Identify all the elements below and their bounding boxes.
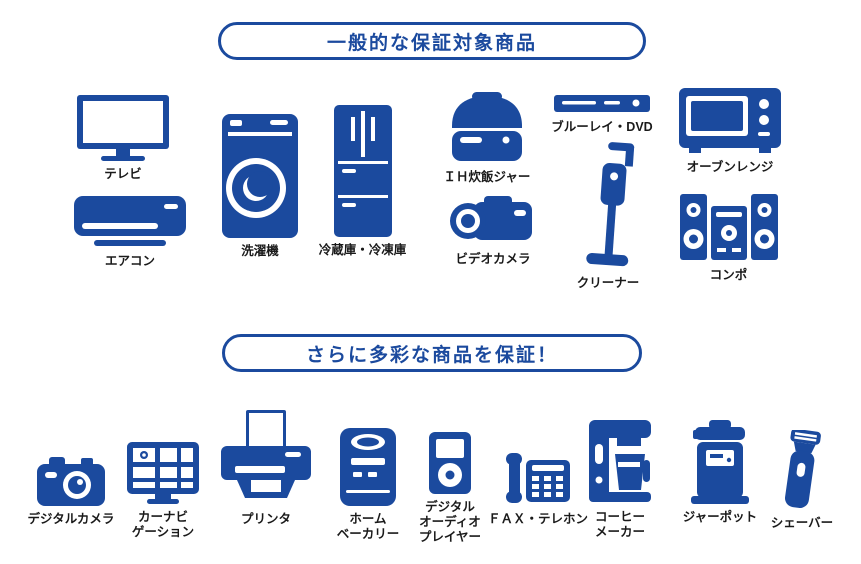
product-item-bluray-dvd: ブルーレイ・DVD [546, 94, 658, 135]
product-item-air-conditioner: エアコン [60, 196, 200, 269]
coffee-maker-icon [587, 420, 653, 504]
product-item-car-navigation: カーナビ ゲーション [120, 442, 206, 540]
product-label: カーナビ ゲーション [131, 510, 195, 539]
product-label: ブルーレイ・DVD [551, 120, 653, 134]
section2-title-pill: さらに多彩な商品を保証！ [222, 334, 642, 372]
video-camera-icon [450, 196, 536, 246]
digital-camera-icon [37, 454, 105, 506]
product-item-digital-audio-player: デジタル オーディオ プレイヤー [412, 432, 488, 545]
refrigerator-icon [333, 105, 392, 237]
vacuum-cleaner-icon [580, 142, 636, 270]
product-item-coffee-maker: コーヒー メーカー [578, 420, 662, 540]
product-item-vacuum-cleaner: クリーナー [558, 142, 658, 291]
product-item-microwave-oven: オーブンレンジ [674, 88, 786, 175]
product-label: テレビ [104, 167, 142, 181]
product-item-digital-camera: デジタルカメラ [22, 454, 120, 527]
tv-icon [77, 95, 169, 161]
product-label: 冷蔵庫・冷凍庫 [318, 243, 407, 257]
product-label: デジタル オーディオ プレイヤー [418, 500, 482, 544]
stereo-component-icon [679, 192, 778, 262]
product-item-home-bakery: ホーム ベーカリー [328, 424, 408, 542]
product-item-tv: テレビ [58, 95, 188, 182]
air-conditioner-icon [74, 196, 186, 248]
rice-cooker-icon [448, 92, 526, 164]
digital-audio-player-icon [429, 432, 471, 494]
car-navigation-icon [127, 442, 199, 504]
product-item-video-camera: ビデオカメラ [438, 196, 548, 267]
product-label: クリーナー [576, 276, 640, 290]
product-item-refrigerator: 冷蔵庫・冷凍庫 [300, 105, 425, 258]
product-item-shaver: シェーバー [764, 430, 840, 531]
washing-machine-icon [218, 110, 302, 238]
product-item-rice-cooker: ＩＨ炊飯ジャー [432, 92, 542, 185]
product-label: エアコン [104, 254, 155, 268]
home-bakery-icon [338, 424, 398, 506]
product-item-stereo-component: コンポ [676, 192, 781, 283]
section2-title: さらに多彩な商品を保証！ [305, 344, 558, 366]
printer-icon [221, 410, 311, 506]
section1-title-pill: 一般的な保証対象商品 [218, 22, 646, 60]
product-label: ビデオカメラ [455, 252, 531, 266]
product-label: ＦＡＸ・テレホン [487, 512, 588, 526]
bluray-dvd-icon [554, 94, 650, 114]
microwave-oven-icon [679, 88, 781, 154]
fax-telephone-icon [506, 450, 570, 506]
product-label: コンポ [709, 268, 748, 282]
product-item-jar-pot: ジャーポット [672, 420, 768, 525]
product-label: ホーム ベーカリー [336, 512, 400, 541]
section1-title: 一般的な保証対象商品 [326, 32, 537, 54]
product-item-fax-telephone: ＦＡＸ・テレホン [486, 450, 590, 527]
product-label: デジタルカメラ [27, 512, 115, 526]
product-label: オーブンレンジ [686, 160, 774, 174]
product-label: シェーバー [770, 516, 834, 530]
product-label: ＩＨ炊飯ジャー [443, 170, 531, 184]
product-label: プリンタ [240, 512, 291, 526]
shaver-icon [780, 430, 824, 510]
product-item-printer: プリンタ [214, 410, 318, 527]
jar-pot-icon [691, 420, 749, 504]
product-item-washing-machine: 洗濯機 [205, 110, 315, 259]
product-label: コーヒー メーカー [594, 510, 645, 539]
product-label: ジャーポット [682, 510, 758, 524]
product-label: 洗濯機 [241, 244, 279, 258]
